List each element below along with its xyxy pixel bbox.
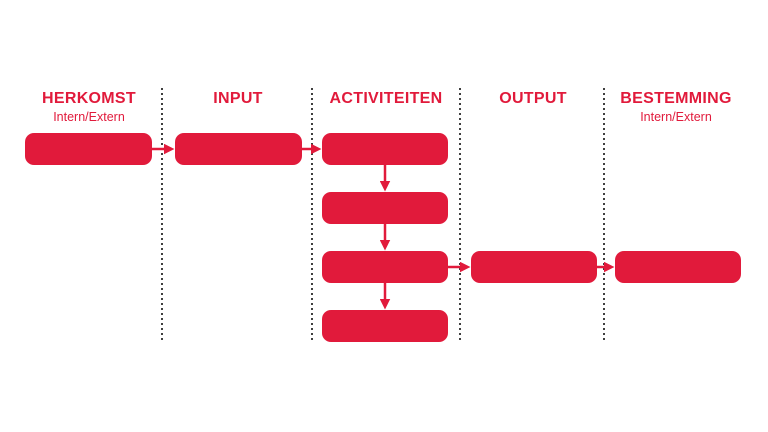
node-activiteit-3	[322, 251, 448, 283]
column-subtitle: Intern/Extern	[640, 109, 712, 124]
node-input	[175, 133, 302, 165]
column-title: ACTIVITEITEN	[329, 90, 443, 107]
column-header-activiteiten: ACTIVITEITEN	[311, 90, 461, 108]
node-herkomst	[25, 133, 152, 165]
column-header-bestemming: BESTEMMING Intern/Extern	[601, 90, 751, 124]
column-divider	[161, 88, 163, 343]
node-output	[471, 251, 597, 283]
column-subtitle: Intern/Extern	[53, 109, 125, 124]
node-activiteit-1	[322, 133, 448, 165]
column-divider	[311, 88, 313, 343]
column-divider	[459, 88, 461, 343]
column-header-output: OUTPUT	[458, 90, 608, 108]
column-divider	[603, 88, 605, 343]
column-header-input: INPUT	[163, 90, 313, 108]
node-activiteit-2	[322, 192, 448, 224]
column-title: HERKOMST	[42, 90, 136, 107]
node-activiteit-4	[322, 310, 448, 342]
column-title: INPUT	[213, 90, 263, 107]
column-header-herkomst: HERKOMST Intern/Extern	[14, 90, 164, 124]
column-title: BESTEMMING	[620, 90, 732, 107]
node-bestemming	[615, 251, 741, 283]
column-title: OUTPUT	[499, 90, 567, 107]
